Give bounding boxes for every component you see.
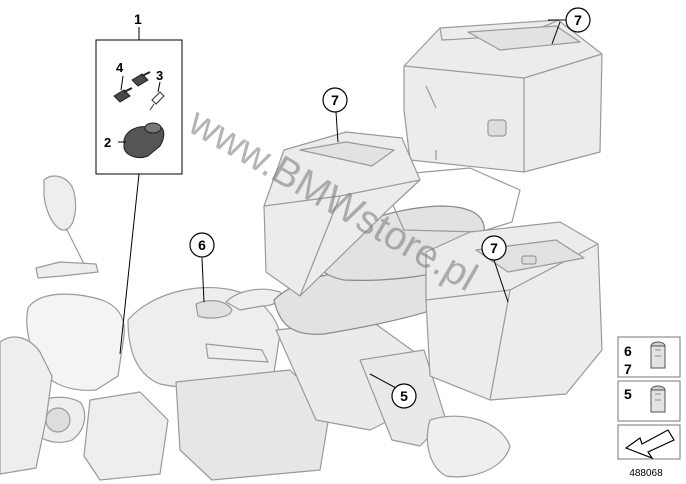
motorcycle-illustration xyxy=(0,167,521,481)
legend-panel: 6 7 5 488068 xyxy=(617,336,681,479)
callout-5: 5 xyxy=(391,383,417,409)
callout-1: 1 xyxy=(134,11,142,27)
callout-7-right-pannier: 7 xyxy=(481,235,507,261)
callout-2: 2 xyxy=(104,135,111,150)
topcase-illustration xyxy=(403,19,603,173)
callout-6-label: 6 xyxy=(198,237,206,253)
legend-row-2-number-a: 5 xyxy=(624,386,632,402)
left-pannier-illustration xyxy=(263,131,421,297)
callout-7-left-pannier: 7 xyxy=(322,87,348,113)
lock-pin-illustration xyxy=(149,91,165,111)
legend-row-2-box xyxy=(617,380,681,422)
legend-row-1-number-b: 7 xyxy=(624,361,632,377)
document-number: 488068 xyxy=(629,468,663,479)
callout-7-right-pannier-label: 7 xyxy=(490,240,498,256)
callout-3: 3 xyxy=(156,68,163,83)
lock-core-icon xyxy=(650,341,666,369)
legend-row-1-box xyxy=(617,336,681,378)
key-illustration xyxy=(113,71,151,103)
callout-7-left-pannier-label: 7 xyxy=(331,92,339,108)
callout-5-label: 5 xyxy=(400,388,408,404)
direction-arrow-icon xyxy=(624,429,675,460)
lock-cylinder-illustration xyxy=(123,122,165,159)
callout-7-topcase: 7 xyxy=(565,7,591,33)
leader-lines xyxy=(118,19,566,389)
callout-4: 4 xyxy=(116,60,124,75)
legend-row-1-number-a: 6 xyxy=(624,343,632,359)
lock-core-icon xyxy=(650,385,666,413)
callout-7-topcase-label: 7 xyxy=(574,12,582,28)
callout-6: 6 xyxy=(189,232,215,258)
